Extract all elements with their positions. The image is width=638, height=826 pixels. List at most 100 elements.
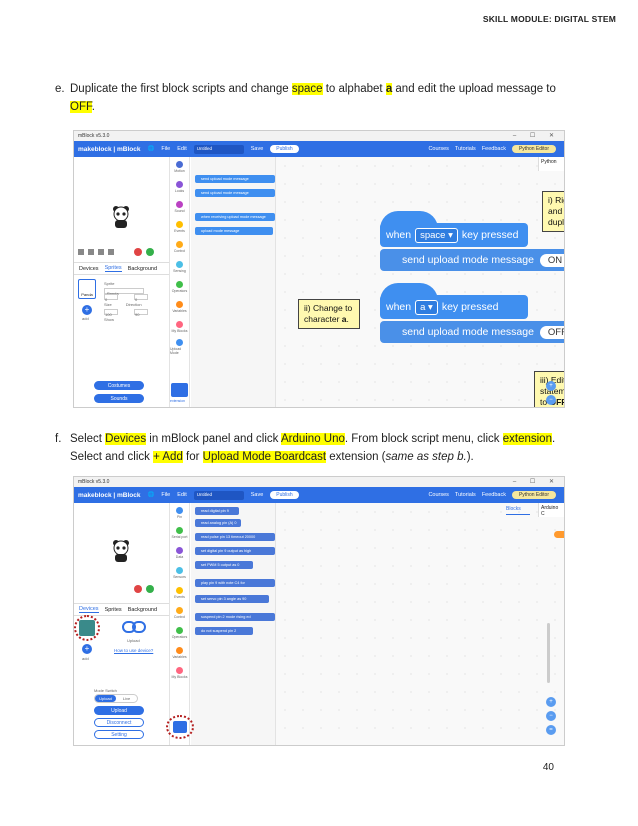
disconnect-button[interactable]: Disconnect bbox=[94, 718, 144, 727]
how-to-use-link[interactable]: How to use device? bbox=[114, 648, 154, 653]
palette-block[interactable]: suspend pin 2 mode rising ed bbox=[195, 613, 275, 621]
zoom-in-icon[interactable]: + bbox=[546, 381, 556, 391]
x-input[interactable]: 0 bbox=[104, 294, 118, 302]
palette-block[interactable]: set PWM 5 output as 0 bbox=[195, 561, 253, 569]
palette-block[interactable]: upload mode message bbox=[195, 227, 273, 235]
publish-button[interactable]: Publish bbox=[270, 491, 299, 499]
mode-switch-toggle[interactable]: Upload Live bbox=[94, 694, 138, 703]
category-2[interactable]: Sound bbox=[170, 197, 189, 217]
extension-button[interactable] bbox=[171, 383, 188, 397]
stage-small-icon[interactable] bbox=[78, 249, 84, 255]
stage-full-icon[interactable] bbox=[98, 249, 104, 255]
stage-area[interactable] bbox=[74, 503, 169, 603]
category-8[interactable]: My Blocks bbox=[170, 317, 189, 337]
tutorials-link[interactable]: Tutorials bbox=[454, 492, 476, 498]
python-editor-button[interactable]: Python Editor bbox=[511, 491, 556, 499]
sprite-thumb-panda[interactable]: Panda bbox=[78, 279, 96, 299]
save-button[interactable]: Save bbox=[250, 146, 264, 152]
feedback-link[interactable]: Feedback bbox=[481, 492, 506, 498]
arduino-c-tab[interactable]: Arduino C bbox=[538, 503, 564, 517]
category-6[interactable]: Operators bbox=[170, 623, 189, 643]
zoom-out-icon[interactable]: − bbox=[546, 711, 556, 721]
project-name-input[interactable]: Untitled bbox=[193, 490, 244, 500]
menu-edit[interactable]: Edit bbox=[177, 492, 187, 498]
palette-block[interactable]: read analog pin (A) 0 bbox=[195, 519, 241, 527]
category-7[interactable]: Variables bbox=[170, 297, 189, 317]
mode-upload[interactable]: Upload bbox=[95, 695, 116, 702]
go-flag-icon[interactable] bbox=[146, 248, 154, 256]
menu-edit[interactable]: Edit bbox=[177, 146, 187, 152]
category-5[interactable]: Sensing bbox=[170, 257, 189, 277]
mode-live[interactable]: Live bbox=[122, 696, 131, 701]
zoom-reset-icon[interactable]: = bbox=[546, 725, 556, 735]
category-1[interactable]: Serial port bbox=[170, 523, 189, 543]
palette-block[interactable]: set servo pin 3 angle as 90 bbox=[195, 595, 269, 603]
category-8[interactable]: My Blocks bbox=[170, 663, 189, 683]
sprite-name-input[interactable]: Panda bbox=[104, 288, 144, 296]
zoom-out-icon[interactable]: − bbox=[546, 395, 556, 405]
stop-icon[interactable] bbox=[134, 248, 142, 256]
costumes-button[interactable]: Costumes bbox=[94, 381, 144, 390]
category-1[interactable]: Looks bbox=[170, 177, 189, 197]
tab-background[interactable]: Background bbox=[127, 265, 158, 272]
tab-devices[interactable]: Devices bbox=[79, 265, 99, 272]
palette-block[interactable]: send upload mode message bbox=[195, 189, 275, 197]
message-input-1[interactable]: ON bbox=[539, 253, 564, 267]
direction-input[interactable]: 90 bbox=[134, 309, 148, 317]
blocks-tab[interactable]: Blocks bbox=[506, 503, 530, 515]
category-2[interactable]: Data bbox=[170, 543, 189, 563]
key-dropdown-2[interactable]: a ▾ bbox=[415, 299, 438, 315]
canvas-scrollbar[interactable] bbox=[547, 623, 550, 683]
tab-devices[interactable]: Devices bbox=[79, 606, 99, 613]
category-6[interactable]: Operators bbox=[170, 277, 189, 297]
globe-icon[interactable]: 🌐 bbox=[147, 492, 155, 498]
stop-icon[interactable] bbox=[134, 585, 142, 593]
stage-area[interactable] bbox=[74, 157, 169, 257]
category-3[interactable]: Events bbox=[170, 217, 189, 237]
palette-block[interactable]: read digital pin 9 bbox=[195, 507, 239, 515]
category-3[interactable]: Sensors bbox=[170, 563, 189, 583]
category-4[interactable]: Events bbox=[170, 583, 189, 603]
tab-sprites[interactable]: Sprites bbox=[104, 265, 122, 272]
save-button[interactable]: Save bbox=[250, 492, 264, 498]
script-canvas[interactable]: Python when space ▾ key pressed send upl… bbox=[276, 157, 564, 407]
zoom-in-icon[interactable]: + bbox=[546, 697, 556, 707]
category-9[interactable]: Upload Mode bbox=[170, 337, 189, 357]
feedback-link[interactable]: Feedback bbox=[481, 146, 506, 152]
palette-block[interactable]: when receiving upload mode message bbox=[195, 213, 275, 221]
stage-large-icon[interactable] bbox=[88, 249, 94, 255]
add-sprite-icon[interactable]: + bbox=[82, 305, 92, 315]
window-controls[interactable]: – ☐ ✕ bbox=[512, 133, 560, 139]
tab-sprites[interactable]: Sprites bbox=[104, 606, 122, 613]
message-input-2[interactable]: OFF bbox=[539, 325, 564, 339]
category-0[interactable]: Pin bbox=[170, 503, 189, 523]
go-flag-icon[interactable] bbox=[146, 585, 154, 593]
window-controls[interactable]: – ☐ ✕ bbox=[512, 479, 560, 485]
add-device-icon[interactable]: + bbox=[82, 644, 92, 654]
courses-link[interactable]: Courses bbox=[428, 492, 449, 498]
when-key-pressed-block-1[interactable]: when space ▾ key pressed bbox=[380, 211, 528, 247]
palette-block[interactable]: play pin 9 with note C4 for bbox=[195, 579, 275, 587]
category-7[interactable]: Variables bbox=[170, 643, 189, 663]
publish-button[interactable]: Publish bbox=[270, 145, 299, 153]
side-collapse-tab[interactable] bbox=[554, 531, 564, 538]
project-name-input[interactable]: Untitled bbox=[193, 144, 244, 154]
palette-block[interactable]: do not suspend pin 2 bbox=[195, 627, 253, 635]
size-input[interactable]: 100 bbox=[104, 309, 118, 317]
menu-file[interactable]: File bbox=[161, 492, 171, 498]
send-message-block-2[interactable]: send upload mode message OFF bbox=[380, 321, 564, 343]
sounds-button[interactable]: Sounds bbox=[94, 394, 144, 403]
python-editor-button[interactable]: Python Editor bbox=[511, 145, 556, 153]
globe-icon[interactable]: 🌐 bbox=[147, 146, 155, 152]
key-dropdown-1[interactable]: space ▾ bbox=[415, 227, 458, 243]
script-canvas[interactable]: Blocks Arduino C + − = bbox=[276, 503, 564, 745]
tab-background[interactable]: Background bbox=[127, 606, 158, 613]
category-5[interactable]: Control bbox=[170, 603, 189, 623]
category-0[interactable]: Motion bbox=[170, 157, 189, 177]
setting-button[interactable]: Setting bbox=[94, 730, 144, 739]
python-tab[interactable]: Python bbox=[538, 157, 564, 171]
courses-link[interactable]: Courses bbox=[428, 146, 449, 152]
y-input[interactable]: 0 bbox=[134, 294, 148, 302]
stage-grid-icon[interactable] bbox=[108, 249, 114, 255]
palette-block[interactable]: send upload mode message bbox=[195, 175, 275, 183]
